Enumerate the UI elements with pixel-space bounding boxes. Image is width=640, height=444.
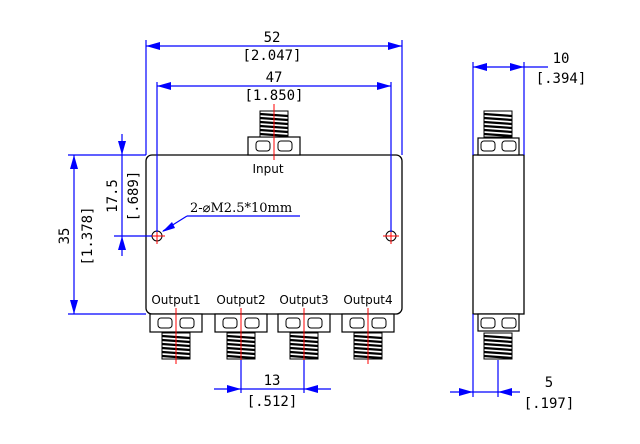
output-connector-3 [277, 308, 331, 364]
dim-hole-spacing: 47 [1.850] [156, 70, 392, 232]
front-view: Input 2-⌀M2.5*10mm Output1 [145, 104, 403, 364]
port-pitch-mm: 13 [264, 373, 281, 389]
dim-height: 35 [1.378] [57, 154, 146, 315]
side-output-connector [477, 313, 520, 361]
side-body-outline [472, 154, 525, 315]
dim-depth: 10 [.394] [472, 51, 587, 155]
input-label: Input [252, 162, 283, 176]
hole-spacing-mm: 47 [266, 70, 283, 86]
side-offset-inch: [.197] [524, 396, 575, 412]
side-input-connector [477, 109, 520, 156]
output-connector-1 [149, 308, 203, 364]
front-body-outline [145, 154, 403, 315]
hole-spacing-inch: [1.850] [244, 88, 303, 104]
hole-height-mm: 17.5 [105, 179, 121, 213]
dim-overall-width: 52 [2.047] [145, 30, 403, 155]
depth-inch: [.394] [536, 71, 587, 87]
depth-mm: 10 [553, 51, 570, 67]
output3-label: Output3 [279, 293, 328, 307]
height-inch: [1.378] [80, 206, 96, 265]
overall-width-mm: 52 [264, 30, 281, 46]
output1-label: Output1 [151, 293, 200, 307]
hole-callout: 2-⌀M2.5*10mm [162, 201, 300, 232]
side-offset-mm: 5 [545, 375, 553, 391]
overall-width-inch: [2.047] [242, 48, 301, 64]
input-connector [247, 104, 301, 160]
hole-height-inch: [.689] [126, 171, 142, 222]
side-view [472, 109, 525, 361]
dim-hole-height: 17.5 [.689] [105, 134, 152, 256]
dim-port-pitch: 13 [.512] [214, 360, 331, 410]
port-pitch-inch: [.512] [247, 394, 298, 410]
output4-label: Output4 [343, 293, 392, 307]
output-connector-2 [214, 308, 268, 364]
output-connectors [149, 308, 395, 364]
output-connector-4 [341, 308, 395, 364]
output2-label: Output2 [216, 293, 265, 307]
height-mm: 35 [57, 228, 73, 245]
dim-side-offset: 5 [.197] [450, 314, 574, 412]
hole-callout-text: 2-⌀M2.5*10mm [190, 201, 292, 216]
